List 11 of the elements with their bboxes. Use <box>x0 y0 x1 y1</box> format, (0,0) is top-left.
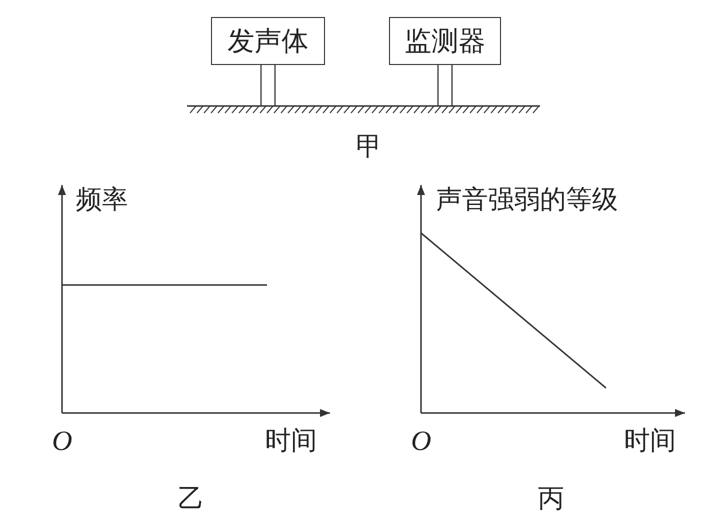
figure-label: 乙 <box>178 486 204 512</box>
label-box: 发声体 <box>211 17 325 65</box>
figure-label: 甲 <box>356 134 382 160</box>
origin-label: O <box>52 428 72 456</box>
label-box: 监测器 <box>389 17 501 65</box>
origin-label: O <box>411 428 432 456</box>
axis-label: 时间 <box>624 428 676 454</box>
axis-label: 频率 <box>76 187 128 213</box>
figure-label: 丙 <box>538 486 564 512</box>
axis-label: 时间 <box>265 428 317 454</box>
axis-label: 声音强弱的等级 <box>436 187 618 213</box>
